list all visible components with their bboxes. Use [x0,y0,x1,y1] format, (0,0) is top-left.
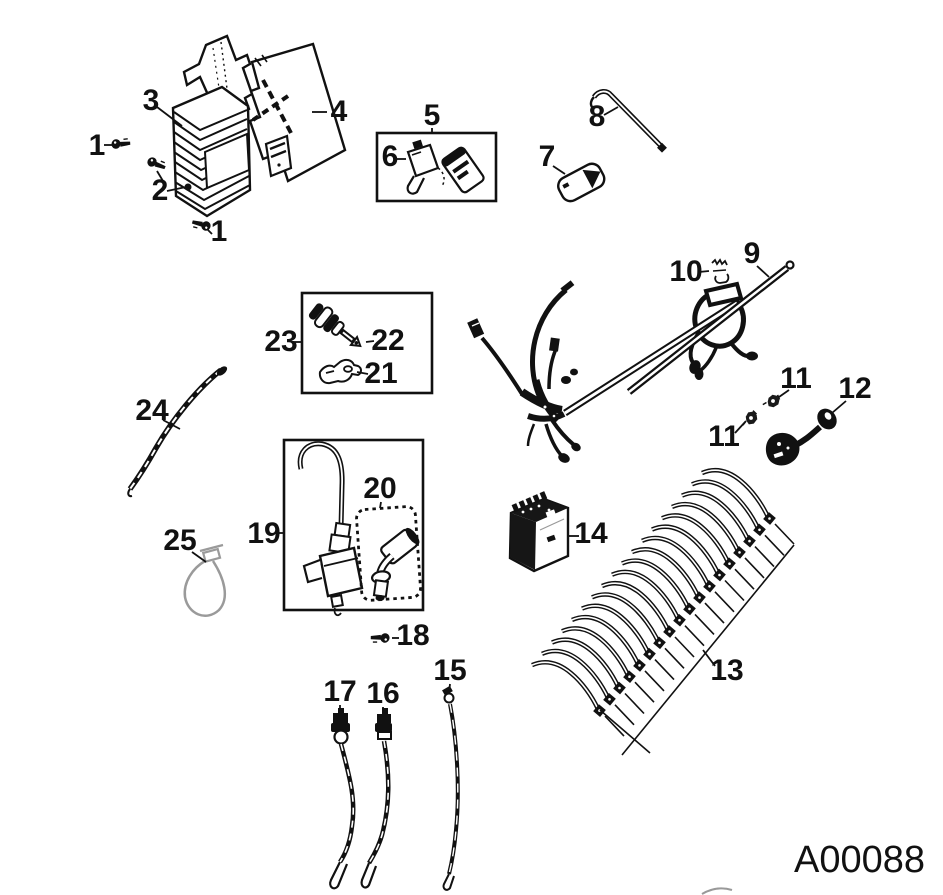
cdi-unit [441,146,485,194]
screw-18 [368,628,392,648]
part-8-strap [589,89,667,153]
part-17-cable [329,708,356,890]
callout-2: 2 [152,174,169,207]
callout-17: 17 [323,675,356,708]
callout-8: 8 [589,100,606,133]
part-9-rod [626,260,795,395]
callout-4: 4 [331,95,348,128]
wire-harness [467,280,758,463]
part-14-battery [508,491,570,573]
leader-lines [104,106,847,713]
ignition-coil [297,441,364,617]
part-13-cable-ties [532,470,794,756]
part-19-coil-kit [282,438,425,617]
callout-7: 7 [539,140,556,173]
callout-3: 3 [143,84,160,117]
part-21-bracket [318,358,362,385]
callout-13: 13 [710,654,743,687]
part-20-spark-plug-cap [355,505,422,602]
part-24-cable-strap [127,366,228,498]
callout-18: 18 [396,619,429,652]
callout-1a: 1 [89,129,106,162]
callout-11b: 11 [708,420,740,453]
part-7-flasher [557,162,606,203]
diagram-code: A00088 [794,839,925,881]
callout-22: 22 [371,324,404,357]
callout-23: 23 [264,325,297,358]
screw-1-left [109,134,133,153]
callout-5: 5 [424,99,441,132]
callout-16: 16 [366,677,399,710]
part-22-key-cylinder [308,303,362,348]
callout-19: 19 [247,517,280,550]
part-16-cable [360,708,392,889]
callout-14: 14 [574,517,608,550]
callout-21: 21 [364,357,397,390]
callout-24: 24 [135,394,169,427]
part-6-relay [406,139,445,195]
part-5-kit-box [375,131,498,203]
callout-10: 10 [669,255,702,288]
part-15-cable [442,685,460,891]
callout-9: 9 [744,237,761,270]
part-12-ignition-switch [765,408,837,466]
part-10-clamp [711,258,730,284]
callout-25: 25 [163,524,196,557]
callout-12: 12 [838,372,871,405]
callout-20: 20 [363,472,396,505]
callout-15: 15 [433,654,466,687]
callout-1b: 1 [211,215,228,248]
part-11-nut-upper [762,391,782,410]
part-25-wire-loop [183,543,227,617]
part-23-kit-box [300,291,434,395]
cropped-stroke [701,887,733,895]
callout-6: 6 [382,140,399,173]
callout-11a: 11 [780,362,812,395]
part-3-voltage-regulator [171,85,252,218]
